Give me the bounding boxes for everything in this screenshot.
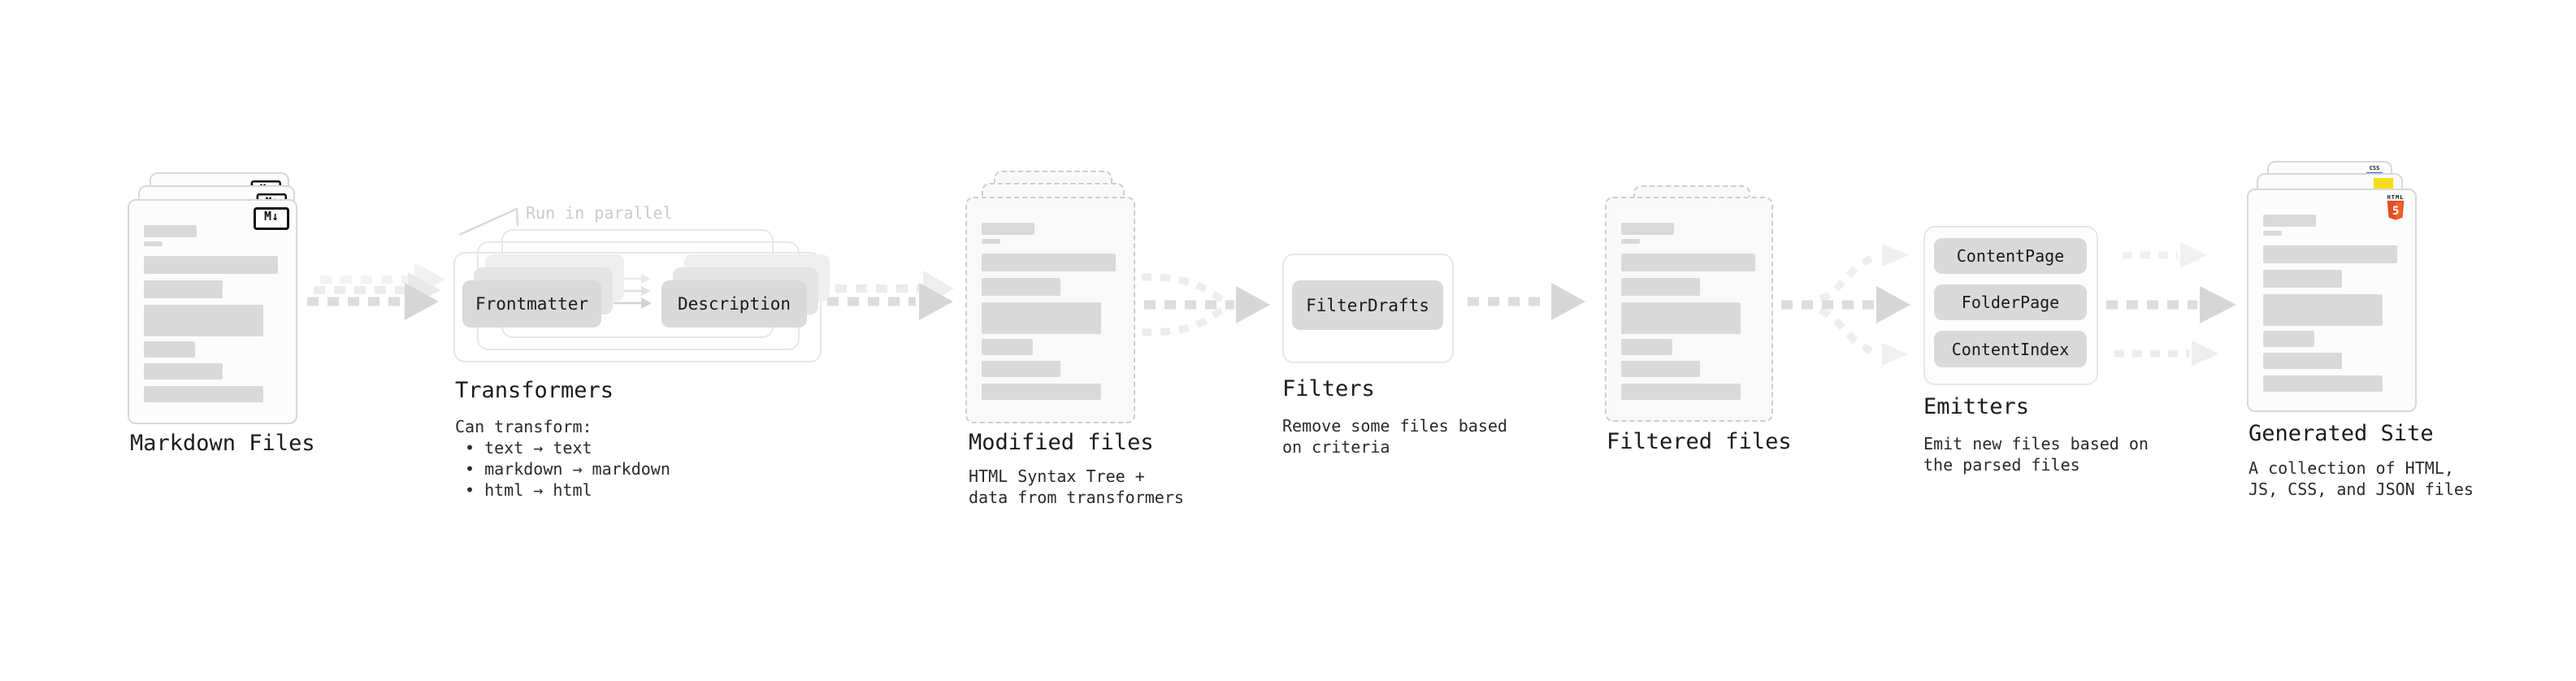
- arrow-filters-to-filtered-icon: [1468, 283, 1585, 320]
- modified-doc-front: [965, 197, 1135, 423]
- stage-label-filters: Filters: [1282, 376, 1375, 401]
- doc-placeholder-line: [144, 280, 223, 298]
- doc-placeholder-line: [144, 305, 263, 336]
- transformers-bullet: • html → html: [465, 480, 592, 500]
- doc-placeholder-line: [982, 339, 1033, 355]
- arrow-emitters-to-site-bottom-icon: [2114, 340, 2218, 367]
- doc-placeholder-line: [982, 254, 1116, 271]
- doc-placeholder-line: [2263, 353, 2342, 369]
- doc-placeholder-line: [1621, 223, 1674, 235]
- doc-placeholder-line: [1621, 339, 1672, 355]
- doc-placeholder-line: [982, 223, 1034, 235]
- doc-placeholder-line: [144, 241, 163, 246]
- markdown-doc-front: M↓: [128, 199, 297, 424]
- stage-label-filtered-files: Filtered files: [1607, 429, 1792, 454]
- transformer-box-frontmatter: Frontmatter: [462, 280, 601, 327]
- run-in-parallel-connector: [458, 207, 519, 236]
- doc-placeholder-line: [144, 225, 197, 237]
- doc-placeholder-line: [2263, 215, 2316, 227]
- emitter-box-contentpage: ContentPage: [1934, 238, 2087, 274]
- doc-placeholder-line: [144, 341, 195, 358]
- filters-frame: [1282, 254, 1454, 363]
- filters-desc-line: Remove some files based: [1282, 416, 1507, 436]
- stage-label-emitters: Emitters: [1923, 394, 2030, 419]
- doc-placeholder-line: [982, 302, 1101, 334]
- doc-placeholder-line: [1621, 239, 1640, 244]
- doc-placeholder-line: [982, 361, 1060, 377]
- doc-placeholder-line: [1621, 302, 1741, 334]
- site-desc-line: A collection of HTML,: [2249, 458, 2454, 478]
- arrow-emitters-to-site-middle-icon: [2106, 286, 2236, 323]
- doc-placeholder-line: [144, 386, 263, 402]
- arrow-markdown-to-transformers-icon: [307, 262, 445, 320]
- stage-label-generated-site: Generated Site: [2249, 421, 2434, 446]
- filter-box-filterdrafts: FilterDrafts: [1292, 280, 1443, 330]
- emitters-desc-line: Emit new files based on: [1923, 434, 2149, 453]
- stage-label-transformers: Transformers: [455, 378, 614, 403]
- site-desc-line: JS, CSS, and JSON files: [2249, 479, 2474, 499]
- filtered-doc-front: [1605, 197, 1773, 422]
- doc-placeholder-line: [2263, 270, 2342, 288]
- site-doc-front: HTML 5: [2247, 189, 2417, 412]
- arrow-fork-filtered-to-emitters-icon: [1781, 244, 1910, 366]
- run-in-parallel-note: Run in parallel: [526, 203, 673, 223]
- doc-placeholder-line: [2263, 245, 2397, 263]
- doc-placeholder-line: [1621, 384, 1741, 400]
- emitter-box-contentindex: ContentIndex: [1934, 331, 2087, 367]
- transformer-box-description: Description: [661, 280, 807, 327]
- doc-placeholder-line: [1621, 361, 1700, 377]
- doc-placeholder-line: [144, 363, 223, 380]
- js-icon: [2374, 178, 2393, 189]
- modified-files-stack: [965, 171, 1136, 431]
- doc-placeholder-line: [2263, 331, 2314, 347]
- filters-desc-line: on criteria: [1282, 437, 1390, 457]
- doc-placeholder-line: [982, 278, 1060, 296]
- filtered-files-stack: [1605, 185, 1776, 429]
- transformers-desc-title: Can transform:: [455, 417, 592, 436]
- stage-label-modified-files: Modified files: [969, 430, 1154, 455]
- doc-placeholder-line: [982, 384, 1101, 400]
- arrow-emitters-to-site-top-icon: [2123, 242, 2207, 268]
- emitters-desc-line: the parsed files: [1923, 455, 2080, 475]
- markdown-files-stack: M↓ M↓ M↓: [128, 161, 298, 429]
- stage-label-markdown-files: Markdown Files: [130, 431, 315, 456]
- doc-placeholder-line: [982, 239, 1000, 244]
- markdown-icon: M↓: [254, 207, 289, 230]
- modified-desc-line: HTML Syntax Tree +: [969, 466, 1145, 486]
- arrow-merge-modified-to-filters-icon: [1141, 273, 1270, 336]
- doc-placeholder-line: [144, 256, 278, 274]
- doc-placeholder-line: [2263, 231, 2282, 236]
- transformers-frame-front: [453, 252, 822, 362]
- transformers-bullet: • markdown → markdown: [465, 459, 670, 479]
- svg-text:5: 5: [2392, 205, 2399, 218]
- doc-placeholder-line: [1621, 278, 1700, 296]
- transformers-bullet: • text → text: [465, 438, 592, 458]
- modified-desc-line: data from transformers: [969, 488, 1184, 507]
- doc-placeholder-line: [2263, 375, 2383, 392]
- doc-placeholder-line: [1621, 254, 1755, 271]
- doc-placeholder-line: [2263, 294, 2383, 326]
- generated-site-stack: CSS HTML 5: [2247, 161, 2418, 421]
- html5-icon: HTML 5: [2386, 194, 2405, 226]
- emitter-box-folderpage: FolderPage: [1934, 284, 2087, 320]
- arrow-transformers-to-modified-icon: [827, 271, 954, 320]
